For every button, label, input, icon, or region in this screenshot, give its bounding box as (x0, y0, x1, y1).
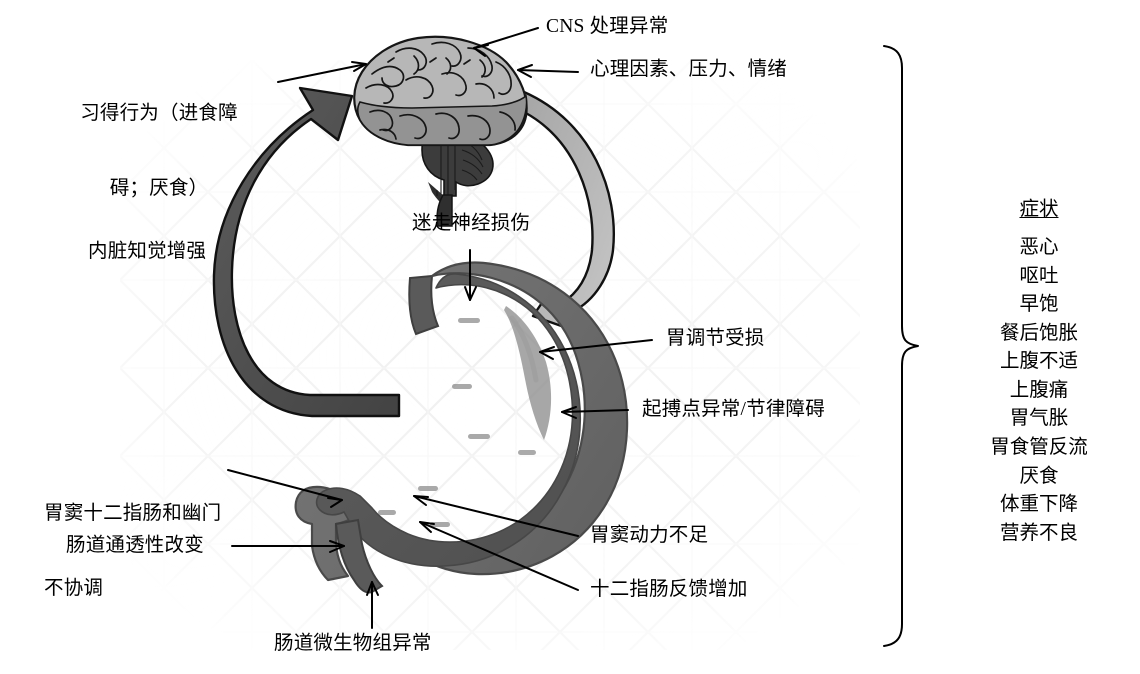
symptom-item: 体重下降 (999, 494, 1078, 516)
symptom-item: 上腹痛 (1009, 379, 1069, 401)
label-pacemaker-dysrhythmia: 起搏点异常/节律障碍 (642, 399, 825, 420)
label-psychological-factors: 心理因素、压力、情绪 (590, 59, 788, 80)
label-gut-microbiome: 肠道微生物组异常 (274, 633, 432, 654)
label-gastric-accommodation: 胃调节受损 (666, 328, 765, 349)
symptom-item: 餐后饱胀 (999, 322, 1078, 344)
symptoms-heading: 症状 (1019, 199, 1059, 220)
symptom-item: 呕吐 (1019, 265, 1059, 287)
symptom-item: 营养不良 (999, 522, 1078, 544)
downward-brain-arrow (522, 90, 615, 330)
label-duodenal-feedback: 十二指肠反馈增加 (590, 579, 748, 600)
symptom-item: 早饱 (1019, 294, 1059, 316)
label-learned-behavior-line2: 碍；厌食） (109, 177, 209, 199)
pointer-arrows (227, 27, 653, 629)
label-intestinal-permeability: 肠道通透性改变 (66, 535, 204, 556)
stomach-illustration (294, 261, 629, 594)
label-visceral-perception: 内脏知觉增强 (88, 241, 207, 262)
label-antroduodenal-line1: 胃窦十二指肠和幽门 (44, 502, 222, 524)
label-vagal-injury: 迷走神经损伤 (412, 213, 531, 234)
label-antral-hypomotility: 胃窦动力不足 (590, 525, 709, 546)
label-learned-behavior-line1: 习得行为（进食障 (80, 102, 238, 124)
label-cns-processing: CNS 处理异常 (546, 16, 669, 37)
symptom-item: 胃食管反流 (990, 436, 1088, 458)
symptom-item: 恶心 (1019, 237, 1059, 258)
symptoms-panel: 症状 恶心 呕吐 早饱 餐后饱胀 上腹不适 上腹痛 胃气胀 胃食管反流 厌食 体… (950, 192, 1128, 548)
symptom-item: 上腹不适 (999, 351, 1078, 373)
symptoms-list: 恶心 呕吐 早饱 餐后饱胀 上腹不适 上腹痛 胃气胀 胃食管反流 厌食 体重下降… (950, 234, 1128, 548)
label-learned-behavior: 习得行为（进食障 碍；厌食） (48, 52, 270, 252)
symptom-item: 胃气胀 (1009, 408, 1069, 430)
brain-illustration (353, 35, 528, 227)
label-antroduodenal-line2: 不协调 (44, 577, 104, 599)
label-antroduodenal-discoordination: 胃窦十二指肠和幽门 不协调 (44, 452, 221, 652)
symptoms-brace (883, 45, 919, 647)
symptom-item: 厌食 (1019, 465, 1059, 487)
